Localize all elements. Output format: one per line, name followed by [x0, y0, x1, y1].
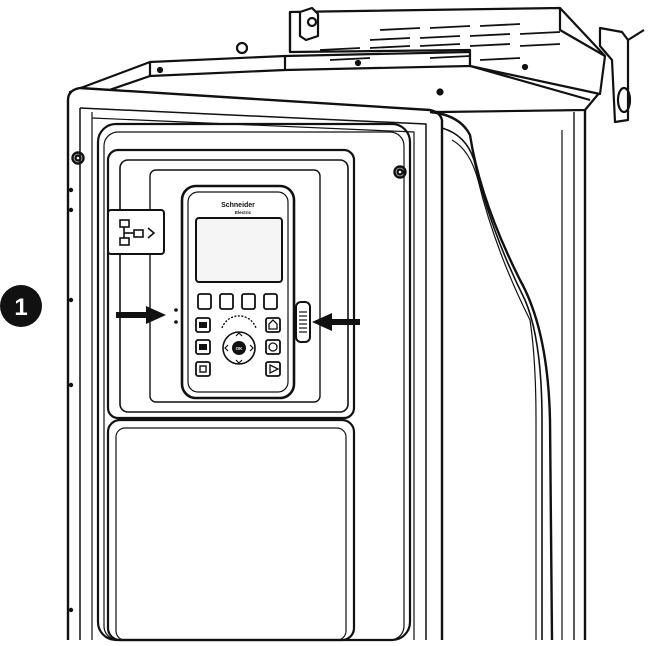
- brand-logo-subtitle: Electric: [235, 210, 252, 215]
- nav-right-icon: [249, 344, 254, 352]
- ok-key-label: OK: [236, 346, 244, 351]
- arrow-right-pointer: [312, 313, 360, 331]
- network-port: [107, 209, 165, 255]
- function-key-f1[interactable]: [197, 293, 212, 310]
- arrow-left-pointer: [116, 306, 166, 324]
- keypad-latch-right: [295, 301, 311, 343]
- graphic-keypad: Schneider Electric OK: [180, 184, 296, 400]
- network-icon: [119, 219, 156, 246]
- function-key-f4[interactable]: [263, 293, 278, 310]
- nav-up-icon: [235, 332, 243, 337]
- run-icon: [269, 363, 280, 375]
- nav-down-icon: [235, 359, 243, 364]
- function-keys: [197, 293, 278, 310]
- stop-key[interactable]: [195, 361, 211, 377]
- info-icon: [268, 342, 278, 352]
- callout-number: 1: [14, 294, 27, 321]
- navigation-wheel[interactable]: OK: [221, 315, 257, 365]
- keypad-display: [195, 217, 283, 283]
- function-key-f2[interactable]: [219, 293, 234, 310]
- nav-left-icon: [224, 344, 229, 352]
- stop-icon: [199, 365, 207, 373]
- callout-1: 1: [0, 285, 42, 327]
- info-key[interactable]: [265, 339, 281, 355]
- ok-key[interactable]: [232, 341, 246, 355]
- brand-logo: Schneider: [221, 202, 255, 209]
- home-icon: [268, 319, 278, 330]
- function-key-f3[interactable]: [241, 293, 256, 310]
